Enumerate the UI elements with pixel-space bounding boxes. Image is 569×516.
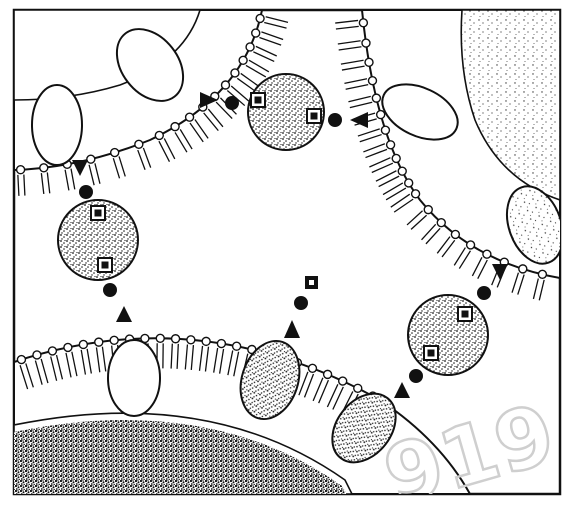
- lipid-head: [40, 164, 48, 172]
- ligand-ball-icon: [225, 96, 239, 110]
- lipid-head: [467, 241, 475, 249]
- lipid-head: [17, 356, 25, 364]
- lipid-head: [222, 81, 230, 89]
- membrane-protein: [108, 340, 160, 416]
- lipid-head: [87, 155, 95, 163]
- lipid-head: [538, 270, 546, 278]
- lipid-head: [392, 154, 400, 162]
- lipid-head: [64, 343, 72, 351]
- ligand-ball-icon: [294, 296, 308, 310]
- lipid-head: [365, 58, 373, 66]
- lipid-head: [381, 126, 389, 134]
- lipid-head: [246, 43, 254, 51]
- lipid-head: [387, 141, 395, 149]
- lipid-head: [111, 149, 119, 157]
- left-vesicle: [58, 200, 138, 280]
- lipid-head: [172, 335, 180, 343]
- lipid-head: [362, 39, 370, 47]
- ligand-ball-icon: [79, 185, 93, 199]
- ligand-ball-icon: [477, 286, 491, 300]
- receptor-core: [255, 97, 262, 104]
- lipid-head: [17, 166, 25, 174]
- lipid-head: [256, 14, 264, 22]
- lipid-head: [186, 113, 194, 121]
- lipid-head: [202, 337, 210, 345]
- lipid-head: [398, 167, 406, 175]
- lipid-head: [483, 250, 491, 258]
- lipid-head: [359, 19, 367, 27]
- lipid-head: [519, 265, 527, 273]
- lipid-head: [377, 111, 385, 119]
- receptor-core: [102, 262, 109, 269]
- membrane-protein: [32, 85, 82, 165]
- ligand-ball-icon: [103, 283, 117, 297]
- receptor-core: [311, 113, 318, 120]
- lipid-head: [405, 179, 413, 187]
- lipid-head: [79, 340, 87, 348]
- lipid-head: [187, 336, 195, 344]
- top-vesicle: [248, 74, 324, 150]
- ligand-ball-icon: [328, 113, 342, 127]
- lipid-head: [451, 230, 459, 238]
- lipid-head: [33, 351, 41, 359]
- lipid-head: [368, 77, 376, 85]
- lipid-head: [217, 340, 225, 348]
- ligand-ball-icon: [409, 369, 423, 383]
- lipid-head: [233, 342, 241, 350]
- lipid-head: [354, 384, 362, 392]
- lipid-head: [239, 56, 247, 64]
- lipid-head: [372, 94, 380, 102]
- lipid-head: [424, 206, 432, 214]
- lipid-head: [308, 364, 316, 372]
- receptor-core: [462, 311, 469, 318]
- right-vesicle: [408, 295, 488, 375]
- receptor-core: [428, 350, 435, 357]
- lipid-head: [339, 377, 347, 385]
- receptor-core: [309, 280, 314, 285]
- lipid-head: [412, 190, 420, 198]
- lipid-head: [231, 69, 239, 77]
- lipid-head: [324, 370, 332, 378]
- lipid-head: [135, 140, 143, 148]
- lipid-head: [252, 29, 260, 37]
- lipid-head: [48, 347, 56, 355]
- lipid-head: [171, 123, 179, 131]
- lipid-head: [155, 131, 163, 139]
- lipid-head: [437, 219, 445, 227]
- receptor-core: [95, 210, 102, 217]
- lipid-head: [110, 336, 118, 344]
- lipid-head: [156, 334, 164, 342]
- lipid-head: [95, 338, 103, 346]
